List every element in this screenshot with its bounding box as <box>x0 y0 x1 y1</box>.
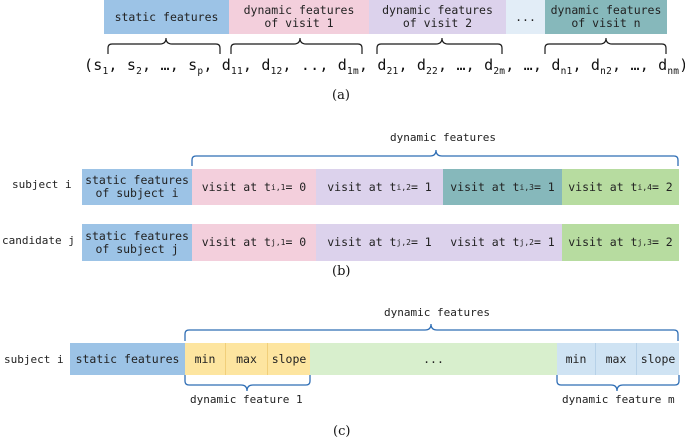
c-label-feature-1: dynamic feature 1 <box>190 393 303 406</box>
visit-post: = 0 <box>285 179 307 194</box>
b-subject-static-box: static features of subject i <box>82 169 192 205</box>
c-featm-min: min <box>557 343 596 375</box>
a-visit2-box: dynamic features of visit 2 <box>369 0 506 34</box>
a-static-features-box: static features <box>104 0 229 34</box>
visit-post: = 1 <box>533 235 555 249</box>
a-ellipsis-box: ... <box>506 0 545 34</box>
visit-post: = 1 <box>533 179 555 194</box>
a-feature-sequence: (s1, s2, …, sp, d11, d12, .., d1m, d21, … <box>84 56 685 77</box>
visit-post: = 2 <box>651 179 673 194</box>
visit-sub: i,3 <box>519 182 534 192</box>
visit-post: = 1 <box>410 179 432 194</box>
visit-sub: i,2 <box>396 182 411 192</box>
visit-post: = 2 <box>651 235 673 249</box>
visit-pre: visit at t <box>201 235 271 249</box>
visit-sub: j,3 <box>637 238 652 247</box>
visit-sub: i,4 <box>637 182 652 192</box>
c-static-features-box: static features <box>70 343 185 375</box>
visit-sub: j,2 <box>396 238 411 247</box>
visit-sub: i,1 <box>271 182 286 192</box>
b-row-label-subject: subject i <box>12 178 72 191</box>
visit-pre: visit at t <box>201 179 271 194</box>
c-caption: (c) <box>333 424 351 439</box>
visit-post: = 1 <box>410 235 432 249</box>
c-middle-ellipsis: ... <box>310 343 557 375</box>
visit-pre: visit at t <box>568 235 638 249</box>
b-candidate-static-box: static features of subject j <box>82 224 192 261</box>
c-label-feature-m: dynamic feature m <box>562 393 675 406</box>
c-featm-max: max <box>596 343 637 375</box>
b-row-label-candidate: candidate j <box>2 234 75 247</box>
c-feat1-min: min <box>185 343 226 375</box>
visit-post: = 0 <box>285 235 307 249</box>
a-visitn-box: dynamic features of visit n <box>545 0 667 34</box>
visit-pre: visit at t <box>568 179 638 194</box>
visit-sub: j,2 <box>519 238 534 247</box>
c-feat1-slope: slope <box>268 343 310 375</box>
visit-sub: j,1 <box>271 238 286 247</box>
visit-pre: visit at t <box>327 235 397 249</box>
c-row-label: subject i <box>4 353 64 366</box>
a-caption: (a) <box>332 88 350 103</box>
b-title: dynamic features <box>390 131 496 144</box>
b-caption: (b) <box>332 264 351 279</box>
visit-pre: visit at t <box>450 179 520 194</box>
c-featm-slope: slope <box>637 343 679 375</box>
c-feat1-max: max <box>226 343 268 375</box>
a-visit1-box: dynamic features of visit 1 <box>229 0 369 34</box>
c-title: dynamic features <box>384 306 490 319</box>
visit-pre: visit at t <box>450 235 520 249</box>
visit-pre: visit at t <box>327 179 397 194</box>
